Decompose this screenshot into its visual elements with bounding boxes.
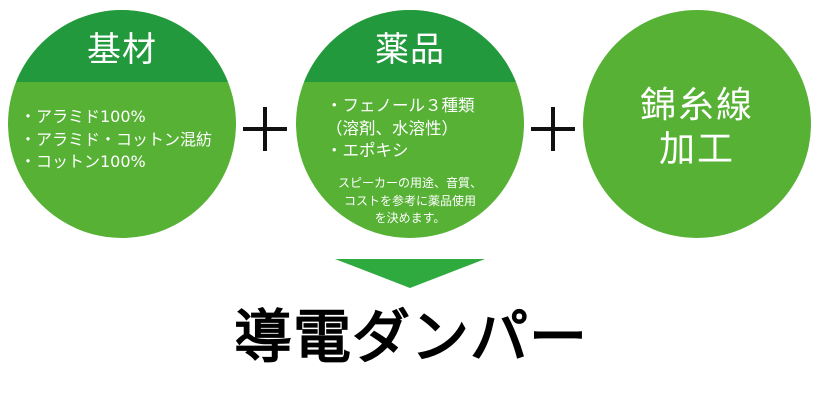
chemical-note: スピーカーの用途、音質、 コストを参考に薬品使用 を決めます。 <box>296 175 524 228</box>
substrate-list: ・アラミド100% ・アラミド・コットン混紡 ・コットン100% <box>20 106 212 174</box>
chemical-title: 薬品 <box>375 30 445 70</box>
chemical-item: ・エポキシ <box>326 141 409 160</box>
substrate-item: ・コットン100% <box>20 152 146 171</box>
substrate-circle: 基材 ・アラミド100% ・アラミド・コットン混紡 ・コットン100% <box>8 10 236 238</box>
chemical-list: ・フェノール３種類 （溶剤、水溶性） ・エポキシ <box>326 95 475 163</box>
down-arrow-icon <box>335 259 485 288</box>
tinsel-processing-circle: 錦糸線 加工 <box>583 10 811 238</box>
substrate-item: ・アラミド100% <box>20 107 146 126</box>
note-line: スピーカーの用途、音質、 <box>337 176 482 190</box>
chemical-header-band <box>296 10 524 82</box>
result-title: 導電ダンパー <box>233 303 588 371</box>
label-line: 加工 <box>658 129 735 170</box>
chemical-item: ・フェノール３種類 <box>326 96 475 115</box>
substrate-item: ・アラミド・コットン混紡 <box>20 129 213 149</box>
tinsel-processing-label: 錦糸線 加工 <box>583 84 811 172</box>
note-line: コストを参考に薬品使用 <box>343 193 476 208</box>
substrate-header-band <box>8 10 236 82</box>
chemical-circle: 薬品 ・フェノール３種類 （溶剤、水溶性） ・エポキシ スピーカーの用途、音質、… <box>296 10 524 238</box>
plus-icon <box>531 107 575 151</box>
label-line: 錦糸線 <box>639 85 754 126</box>
plus-icon <box>243 107 287 151</box>
note-line: を決めます。 <box>374 211 446 225</box>
substrate-title: 基材 <box>87 30 157 70</box>
chemical-item: （溶剤、水溶性） <box>326 118 458 138</box>
